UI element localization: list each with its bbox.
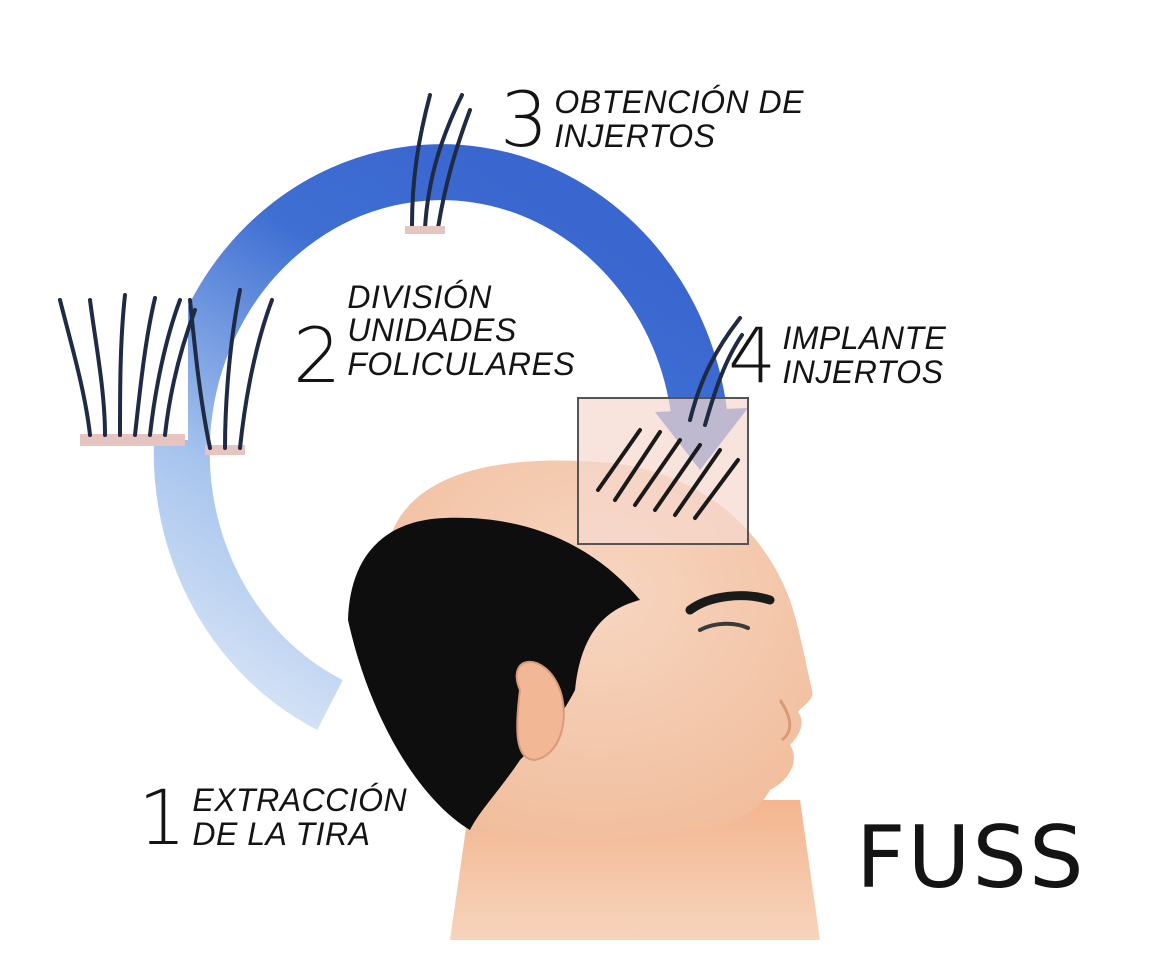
diagram-title: FUSS (856, 808, 1086, 908)
step-2-text: DIVISIÓN UNIDADES FOLICULARES (347, 278, 576, 382)
step-3-label: 3 OBTENCIÓN DE INJERTOS (500, 82, 804, 158)
step-2-line-3: FOLICULARES (347, 345, 576, 382)
step-3-number: 3 (500, 75, 549, 164)
step-4-line-1: IMPLANTE (782, 320, 947, 357)
step-1-label: 1 EXTRACCIÓN DE LA TIRA (138, 780, 407, 856)
step-1-number: 1 (138, 773, 187, 862)
step-1-line-2: DE LA TIRA (192, 816, 371, 852)
follicle-grafts-implant (688, 316, 744, 427)
step-3-text: OBTENCIÓN DE INJERTOS (554, 86, 804, 153)
step-3-line-1: OBTENCIÓN DE (554, 84, 804, 121)
step-4-line-2: INJERTOS (782, 354, 944, 390)
step-2-label: 2 DIVISIÓN UNIDADES FOLICULARES (293, 268, 575, 394)
step-4-label: 4 IMPLANTE INJERTOS (728, 318, 946, 394)
head-profile-icon (348, 460, 820, 940)
recipient-area-box (577, 397, 749, 545)
step-1-line-1: EXTRACCIÓN (192, 782, 408, 819)
step-2-line-1: DIVISIÓN (347, 278, 492, 315)
follicle-grafts-top (405, 93, 472, 234)
step-4-number: 4 (728, 311, 777, 400)
step-2-line-2: UNIDADES (347, 312, 517, 349)
step-4-text: IMPLANTE INJERTOS (782, 322, 946, 389)
follicle-strip-left (58, 293, 197, 446)
step-3-line-2: INJERTOS (554, 118, 716, 154)
step-2-number: 2 (293, 311, 342, 400)
hair-follicle-strip-icon (58, 93, 744, 455)
step-1-text: EXTRACCIÓN DE LA TIRA (192, 784, 407, 851)
follicle-units-middle (188, 288, 274, 455)
